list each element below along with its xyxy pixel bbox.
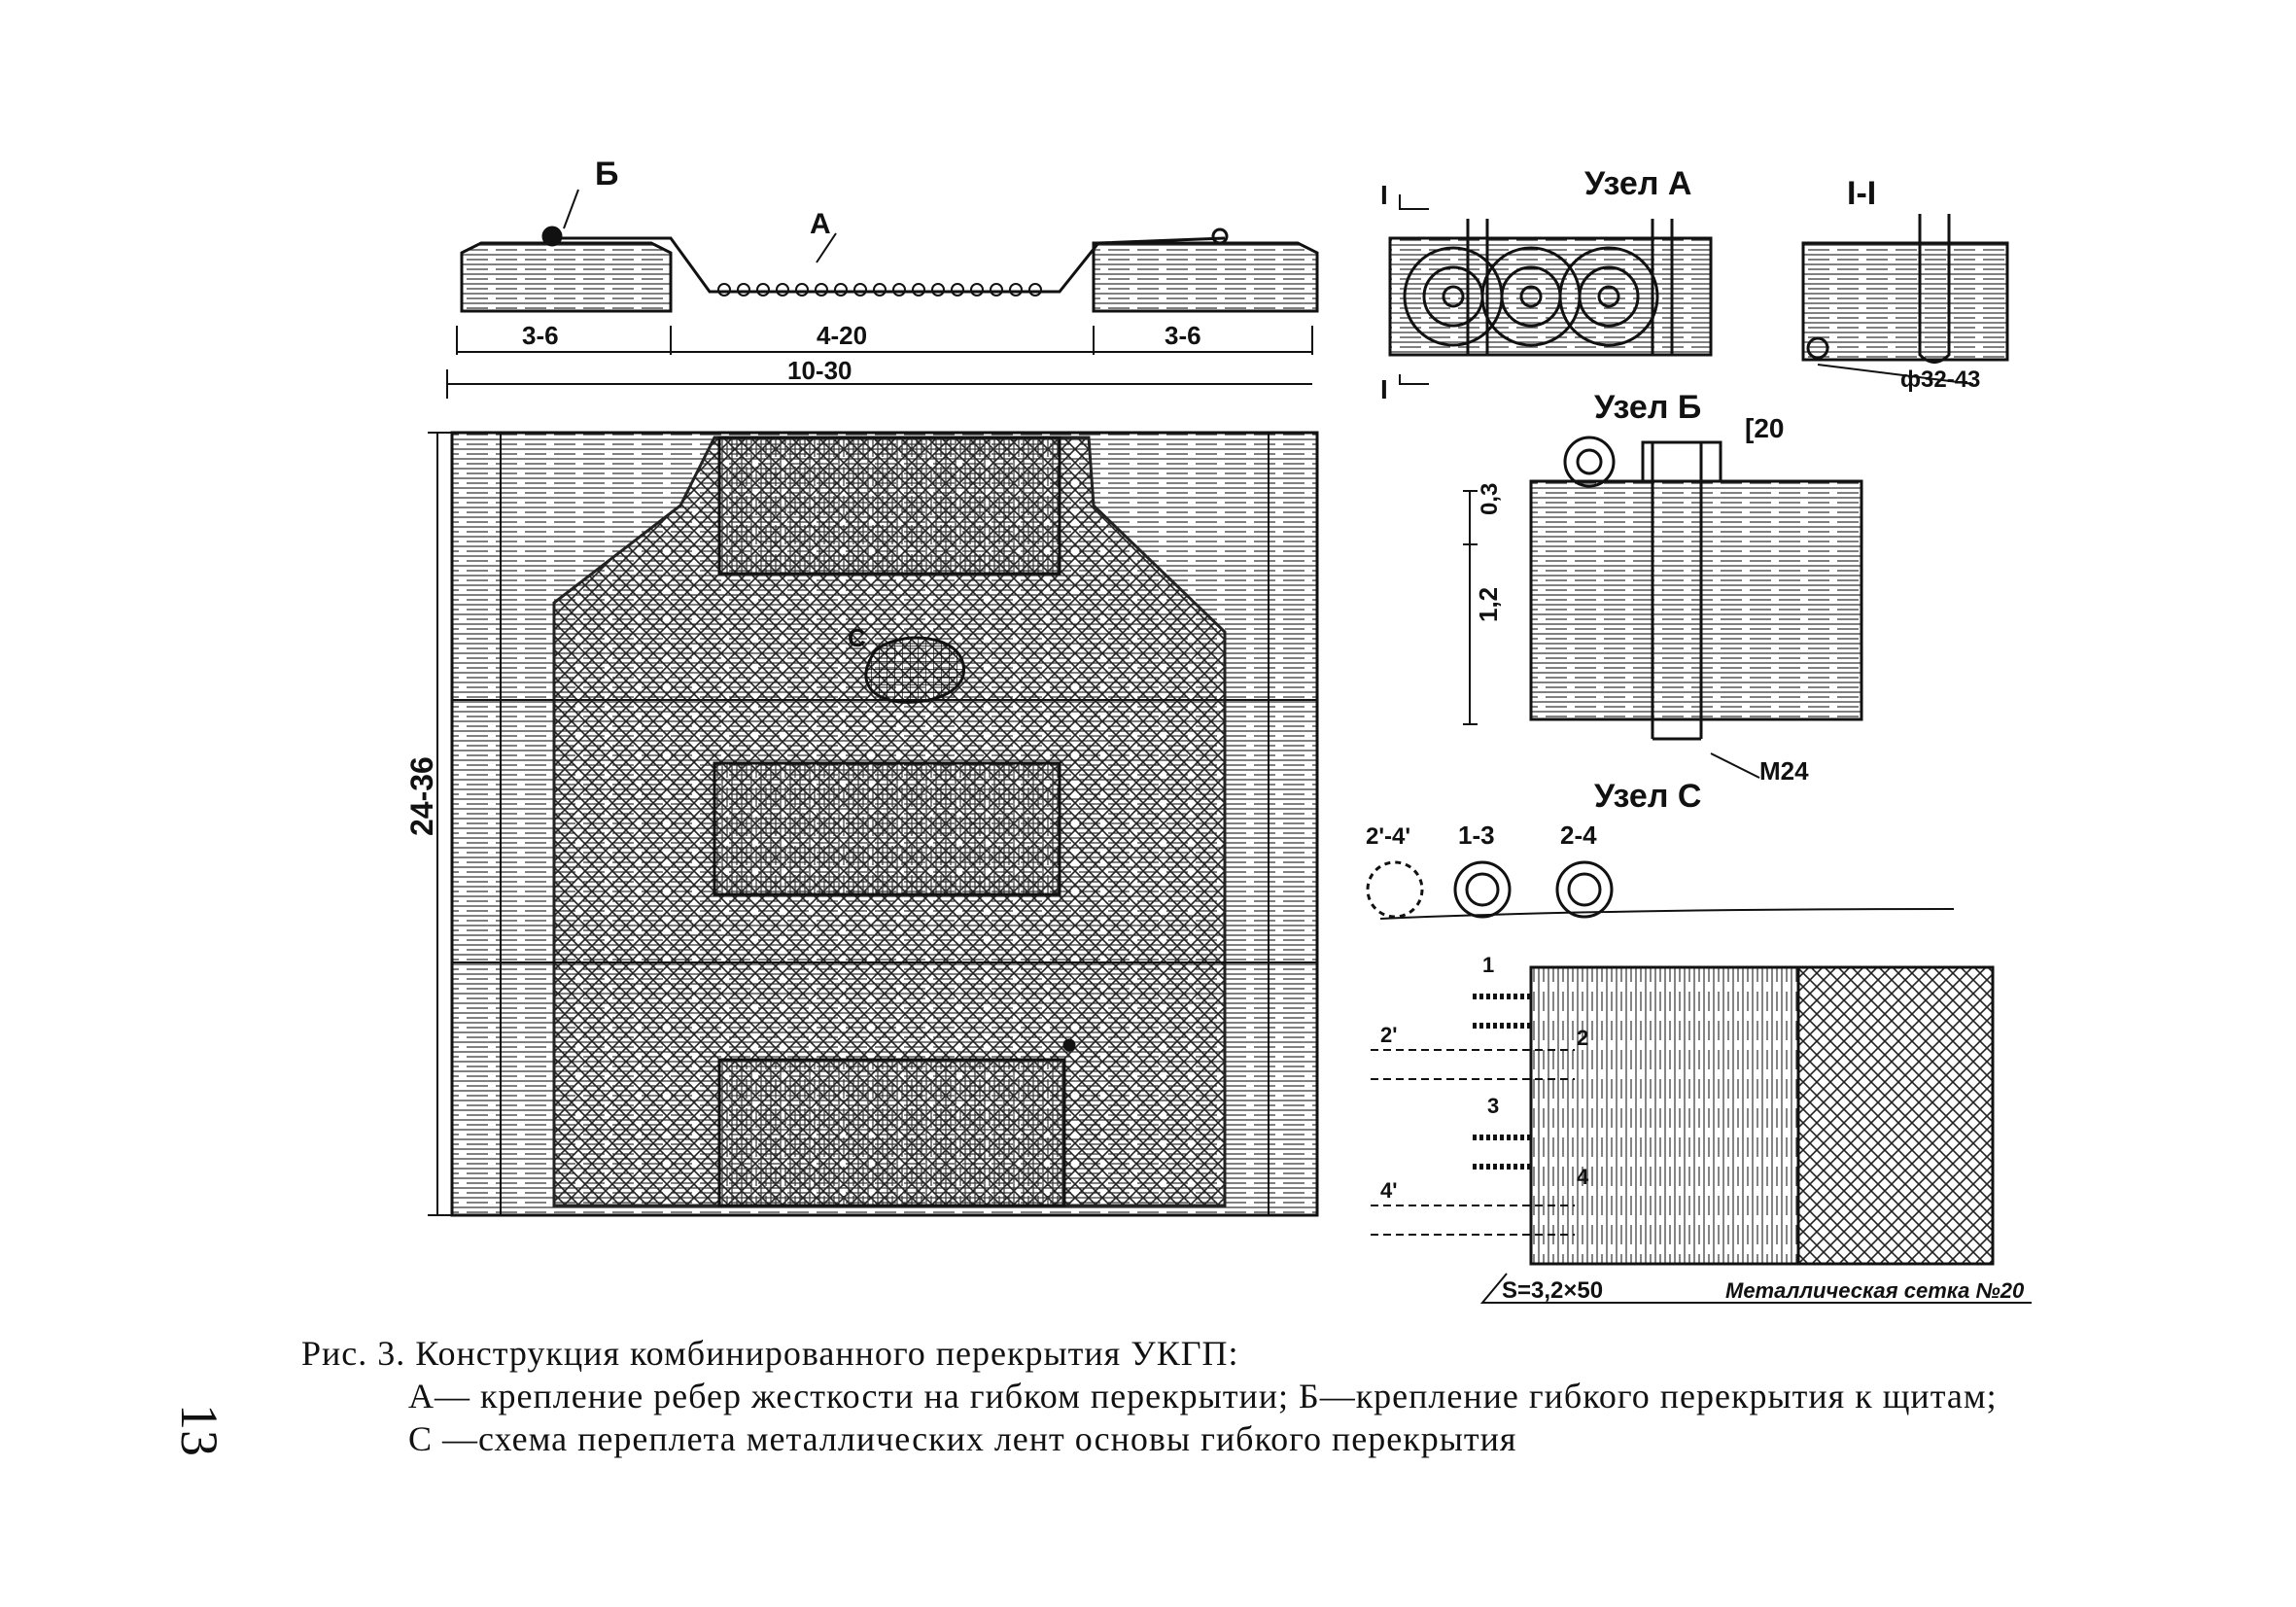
- node-b-dim-03: 0,3: [1477, 483, 1503, 515]
- node-b-dim-12: 1,2: [1474, 587, 1503, 622]
- page-number: 13: [170, 1404, 228, 1456]
- dim-right: 3-6: [1165, 321, 1201, 350]
- dim-total: 10-30: [787, 356, 852, 385]
- node-b-channel: [20: [1745, 413, 1784, 443]
- dim-left: 3-6: [522, 321, 559, 350]
- node-b-bolt: M24: [1759, 756, 1809, 786]
- cut-label-bottom: I: [1380, 374, 1388, 404]
- node-c-mesh-note: Металлическая сетка №20: [1725, 1278, 2025, 1303]
- plan-view: [428, 431, 1319, 1217]
- node-b-title: Узел Б: [1594, 389, 1701, 426]
- roll-label-3: 2-4: [1560, 821, 1597, 850]
- dim-vertical: 24-36: [404, 756, 439, 836]
- caption-line-1: Рис. 3. Конструкция комбинированного пер…: [301, 1334, 1239, 1373]
- cut-label-top: I: [1380, 180, 1388, 210]
- strip-label-1: 1: [1482, 953, 1494, 977]
- node-a-detail: [1388, 194, 1713, 385]
- node-c-detail: [1366, 860, 2032, 1304]
- section-1-1-detail: [1801, 214, 2009, 385]
- label-b: Б: [595, 156, 618, 192]
- roll-label-2: 1-3: [1458, 821, 1495, 850]
- label-a: А: [810, 208, 831, 240]
- strip-label-4: 4: [1577, 1165, 1589, 1189]
- strip-label-3: 3: [1487, 1094, 1499, 1118]
- figure-caption: Рис. 3. Конструкция комбинированного пер…: [301, 1332, 2148, 1460]
- caption-line-2: А— крепление ребер жесткости на гибком п…: [408, 1377, 1998, 1415]
- section-1-1-dim: ф32-43: [1900, 367, 1980, 393]
- label-c: С: [848, 623, 866, 652]
- node-c-title: Узел С: [1594, 778, 1701, 815]
- node-b-detail: [1463, 436, 1863, 779]
- section-1-1-title: I-I: [1847, 175, 1876, 212]
- dim-mid: 4-20: [817, 321, 867, 350]
- strip-label-2: 2: [1577, 1026, 1588, 1050]
- node-a-title: Узел А: [1584, 165, 1691, 202]
- section-view: [446, 189, 1319, 399]
- strip-label-4p: 4': [1380, 1178, 1397, 1203]
- roll-label-1: 2'-4': [1366, 823, 1410, 850]
- caption-line-3: С —схема переплета металлических лент ос…: [408, 1419, 1517, 1458]
- strip-label-2p: 2': [1380, 1023, 1397, 1047]
- node-c-dim-s: S=3,2×50: [1502, 1277, 1603, 1304]
